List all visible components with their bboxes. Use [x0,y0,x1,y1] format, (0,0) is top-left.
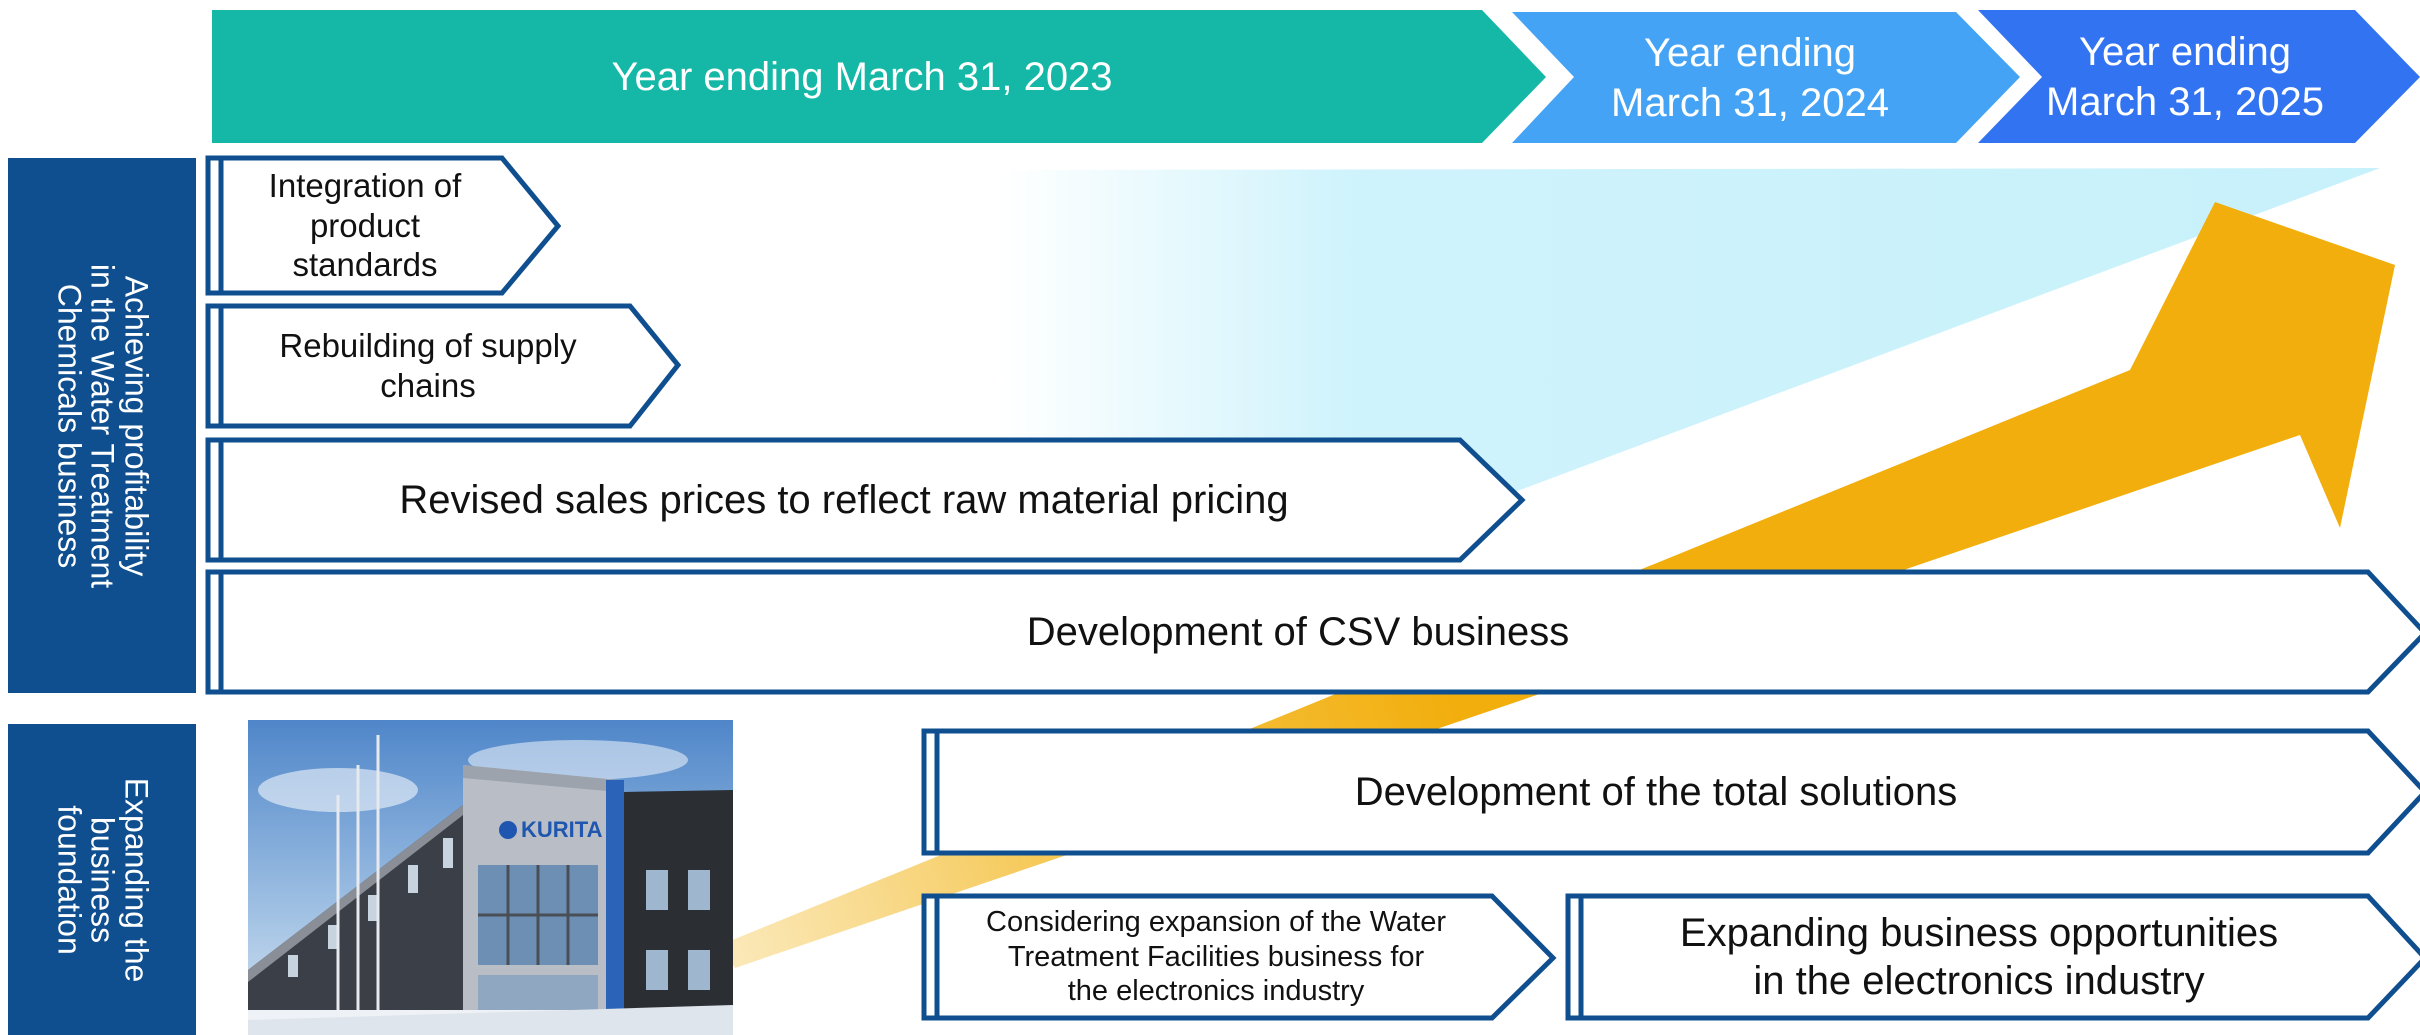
header-2024-chevron [1512,12,2020,143]
initiative-sales-prices: Revised sales prices to reflect raw mate… [399,478,1289,522]
section-label-foundation: Expanding the business foundation [8,724,196,1035]
header-2025-chevron [1978,10,2420,143]
arrow-supply-chains [205,303,682,429]
arrow-csv-business [205,569,2420,695]
arrow-water-facilities [921,893,1557,1021]
initiative-csv-business: Development of CSV business [1026,610,1570,654]
cyan-wedge [1000,168,2380,520]
arrow-electronics-opportunities [1565,893,2420,1021]
arrow-total-solutions [921,728,2420,856]
period-2025-label: Year ending March 31, 2025 [2046,29,2324,124]
arrow-sales-prices [205,437,1526,563]
section-label-profitability: Achieving profitability in the Water Tre… [8,158,196,693]
facility-photo: KURITA [248,720,733,1035]
initiative-total-solutions: Development of the total solutions [1354,770,1958,814]
initiative-electronics-opportunities: Expanding business opportunities in the … [1679,911,2279,1003]
initiative-supply-chains: Rebuilding of supply chains [279,327,577,404]
period-2023-label: Year ending March 31, 2023 [611,54,1113,99]
svg-text:KURITA: KURITA [521,817,603,842]
initiative-water-facilities: Considering expansion of the Water Treat… [986,905,1446,1008]
facility-building-image: KURITA [248,720,733,1035]
arrow-product-standards [205,155,562,296]
period-2024-label: Year ending March 31, 2024 [1611,30,1889,125]
initiative-product-standards: Integration of product standards [268,167,462,284]
header-2023-chevron [212,10,1546,143]
